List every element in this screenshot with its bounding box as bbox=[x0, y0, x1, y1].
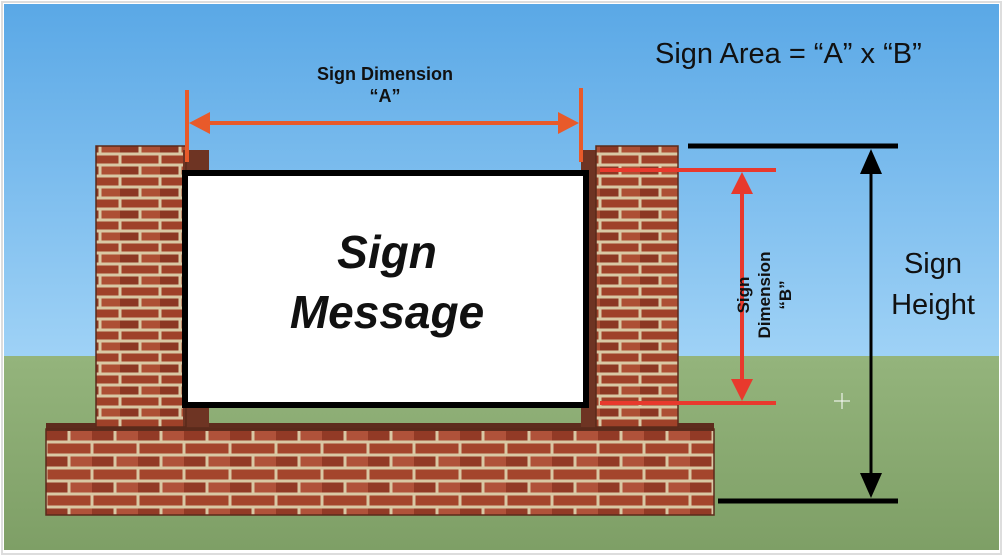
dimension-a-label-line1: Sign Dimension bbox=[316, 64, 453, 84]
right-pillar bbox=[596, 146, 678, 427]
dimension-b-label-line1: Sign bbox=[734, 276, 753, 314]
right-pillar-outline bbox=[595, 145, 679, 428]
sign-message-text: Sign Message bbox=[190, 222, 584, 342]
left-pillar bbox=[96, 146, 186, 427]
sign-height-marker bbox=[688, 143, 898, 504]
dimension-b-label: Sign Dimension “B” bbox=[733, 220, 796, 370]
dimension-b-marker bbox=[600, 168, 776, 405]
dimension-b-label-line2: Dimension bbox=[755, 251, 774, 339]
dimension-a-marker bbox=[185, 88, 583, 162]
sign-height-label: Sign Height bbox=[868, 244, 998, 326]
dimension-a-label: Sign Dimension “A” bbox=[290, 63, 480, 107]
sign-area-formula: Sign Area = “A” x “B” bbox=[655, 38, 922, 70]
sign-height-label-line1: Sign bbox=[903, 248, 963, 280]
crosshair-icon bbox=[834, 393, 850, 409]
sign-message-line2: Message bbox=[289, 286, 485, 338]
dimension-b-label-line3: “B” bbox=[776, 280, 795, 310]
sign-height-label-line2: Height bbox=[891, 289, 975, 321]
base-wall-top bbox=[46, 423, 714, 431]
base-wall bbox=[46, 429, 714, 515]
sign-panel bbox=[182, 170, 589, 408]
dimension-a-label-line2: “A” bbox=[369, 86, 401, 106]
base-wall-outline bbox=[45, 428, 715, 516]
sign-message-line1: Sign bbox=[337, 226, 437, 278]
